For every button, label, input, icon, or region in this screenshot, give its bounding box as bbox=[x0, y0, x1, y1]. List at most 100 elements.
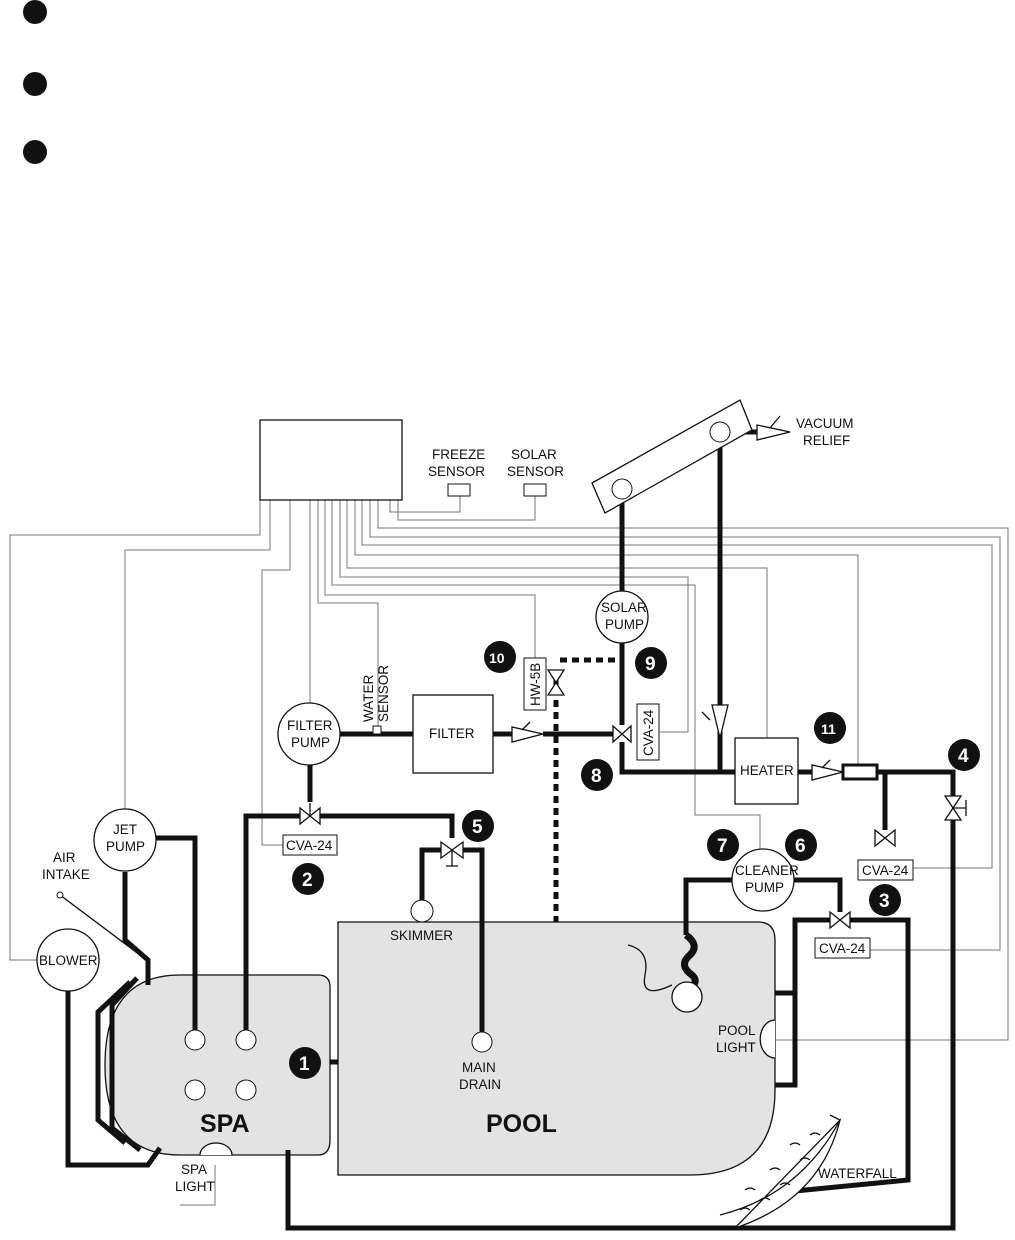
callout-1-badge bbox=[289, 1047, 321, 1079]
plumbing-pipes bbox=[59, 429, 956, 1231]
valve-2-tag-label: CVA-24 bbox=[286, 838, 333, 853]
cleaner-hose bbox=[627, 932, 703, 1013]
valve-8 bbox=[612, 724, 632, 744]
spa-inlet-1 bbox=[184, 1029, 206, 1051]
filter-label: FILTER bbox=[429, 726, 475, 741]
skimmer-label: SKIMMER bbox=[390, 928, 453, 943]
waterfall-label: WATERFALL bbox=[818, 1166, 897, 1181]
callout-9: 9 bbox=[645, 654, 656, 675]
filter-pump-label-1: FILTER bbox=[287, 718, 333, 733]
callout-6-badge bbox=[785, 829, 817, 861]
valve-6-tag-label: CVA-24 bbox=[862, 863, 909, 878]
solar-sensor-box bbox=[523, 483, 547, 497]
control-panel bbox=[259, 419, 403, 501]
vacuum-relief-label-2: RELIEF bbox=[803, 433, 850, 448]
solar-pump-label-2: PUMP bbox=[605, 617, 644, 632]
water-sensor-label-2: SENSOR bbox=[376, 665, 391, 722]
heater-check-valve bbox=[811, 759, 844, 781]
valve-10 bbox=[546, 669, 566, 696]
solar-return-check-valve bbox=[701, 704, 729, 739]
solar-sensor-label-1: SOLAR bbox=[511, 447, 557, 462]
jet-pump-label-1: JET bbox=[113, 822, 137, 837]
air-intake-vent bbox=[56, 891, 64, 899]
valve-3 bbox=[829, 910, 851, 930]
water-bodies: SPA POOL bbox=[104, 921, 776, 1176]
valve-3-tag bbox=[814, 937, 871, 959]
cleaner-pump-label-2: PUMP bbox=[745, 880, 784, 895]
callout-10: 10 bbox=[489, 650, 505, 666]
callout-3: 3 bbox=[879, 891, 890, 912]
freeze-sensor-box bbox=[447, 483, 471, 497]
callout-8: 8 bbox=[591, 766, 602, 787]
filter-check-valve bbox=[511, 721, 544, 743]
pool-light-label-2: LIGHT bbox=[716, 1040, 756, 1055]
legend-bullet-1 bbox=[23, 0, 47, 24]
callout-5-badge bbox=[462, 810, 494, 842]
main-drain-label-2: DRAIN bbox=[459, 1077, 501, 1092]
control-wires bbox=[9, 495, 1009, 1206]
solar-pump-label-1: SOLAR bbox=[601, 600, 647, 615]
spa-inlet-2 bbox=[235, 1029, 257, 1051]
waterfall bbox=[719, 1114, 842, 1229]
pool-cleaner bbox=[671, 981, 703, 1013]
callout-8-badge bbox=[581, 759, 613, 791]
valve-3-tag-label: CVA-24 bbox=[819, 941, 866, 956]
component-labels: AIR INTAKE SKIMMER MAIN DRAIN POOL LIGHT… bbox=[42, 850, 897, 1194]
filter-pump bbox=[277, 702, 341, 766]
spa-jet-2 bbox=[235, 1079, 257, 1101]
callout-7-badge bbox=[707, 829, 739, 861]
waterfall-arc bbox=[719, 1114, 842, 1229]
pool-label: POOL bbox=[486, 1110, 557, 1138]
pool-light-label-1: POOL bbox=[718, 1023, 756, 1038]
heater-sensor-fitting bbox=[841, 763, 879, 781]
solar-inlet bbox=[611, 478, 633, 500]
heater bbox=[734, 737, 799, 805]
callout-9-badge bbox=[635, 647, 667, 679]
callout-1: 1 bbox=[299, 1054, 310, 1075]
freeze-sensor-label-2: SENSOR bbox=[428, 464, 485, 479]
fittings bbox=[56, 891, 776, 1156]
water-sensor bbox=[372, 725, 382, 735]
valve-6 bbox=[874, 828, 896, 848]
valve-2-tag bbox=[282, 834, 338, 856]
equipment: FILTER HEATER WATER SENSOR bbox=[361, 665, 879, 805]
pumps: SOLAR PUMP FILTER PUMP JET PUMP BLOWER C… bbox=[36, 590, 799, 992]
filter bbox=[412, 694, 494, 774]
callout-2: 2 bbox=[302, 870, 313, 891]
three-way-valves: CVA-24 CVA-24 HW-5B CVA-24 CVA-24 bbox=[282, 657, 967, 959]
main-drain bbox=[471, 1031, 493, 1053]
spa-jet-1 bbox=[184, 1079, 206, 1101]
pool-body bbox=[337, 921, 776, 1176]
blower bbox=[36, 928, 100, 992]
water-sensor-label-1: WATER bbox=[361, 675, 376, 722]
callout-10-badge bbox=[484, 641, 516, 673]
valve-6-tag bbox=[857, 859, 914, 881]
cleaner-pump bbox=[731, 848, 795, 912]
callout-3-badge bbox=[869, 884, 901, 916]
vacuum-relief-valve bbox=[756, 415, 791, 441]
spa-light bbox=[199, 1142, 233, 1156]
solar-collector: VACUUM RELIEF bbox=[591, 399, 854, 514]
jet-pump-label-2: PUMP bbox=[106, 839, 145, 854]
solar-outlet bbox=[709, 421, 731, 443]
valve-10-tag-label: HW-5B bbox=[528, 663, 543, 706]
spa-light-label-2: LIGHT bbox=[175, 1179, 215, 1194]
callouts: 1 2 3 4 5 6 7 8 9 10 11 bbox=[289, 641, 980, 1079]
callout-4: 4 bbox=[958, 746, 969, 767]
valve-10-tag bbox=[523, 657, 547, 711]
air-intake-label-1: AIR bbox=[53, 850, 76, 865]
legend-bullet-3 bbox=[23, 140, 47, 164]
check-valves bbox=[511, 704, 844, 781]
solar-pump bbox=[595, 590, 649, 644]
pool-light bbox=[759, 1019, 776, 1059]
main-drain-label-1: MAIN bbox=[462, 1060, 496, 1075]
jet-pump bbox=[93, 808, 157, 872]
legend-bullet-2 bbox=[23, 72, 47, 96]
valve-8-tag-label: CVA-24 bbox=[641, 709, 656, 756]
heater-label: HEATER bbox=[740, 763, 794, 778]
blower-label: BLOWER bbox=[39, 953, 98, 968]
callout-11-badge bbox=[814, 712, 846, 744]
controller-group: FREEZE SENSOR SOLAR SENSOR bbox=[259, 419, 564, 501]
callout-7: 7 bbox=[717, 836, 728, 857]
